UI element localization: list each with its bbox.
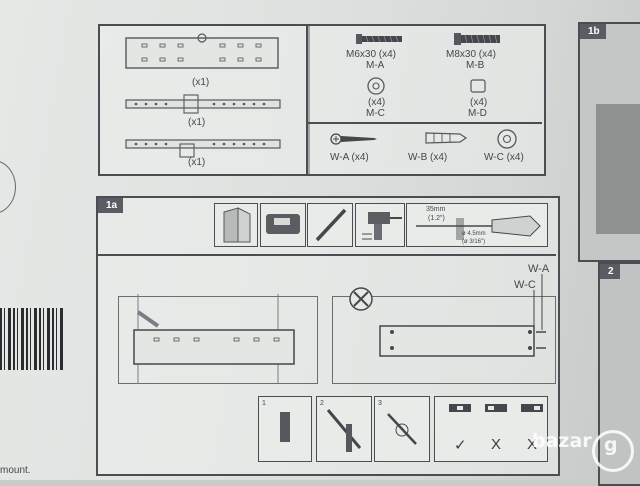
mount-plate-right bbox=[379, 325, 546, 357]
wood-screw-wa-icon bbox=[330, 133, 377, 145]
no-level-icon bbox=[349, 287, 373, 311]
level-bad-mark-1: X bbox=[491, 436, 502, 453]
callout-wc: W-C bbox=[514, 279, 536, 291]
callout-lines bbox=[533, 274, 543, 330]
screw-m6-spec: M6x30 (x4) bbox=[346, 49, 397, 60]
footer-text: mount. bbox=[0, 465, 31, 476]
bracket-large-qty: (x1) bbox=[192, 77, 210, 88]
drill-depth-inch-label: (1.2") bbox=[428, 215, 445, 222]
wall-drawing-left bbox=[118, 296, 318, 384]
mount-plate-left bbox=[133, 294, 295, 384]
step-1b-photo bbox=[596, 104, 640, 234]
level-tilt-right-icon bbox=[521, 404, 543, 412]
substep-3-number: 3 bbox=[378, 400, 382, 407]
spacer-md-code: M-D bbox=[468, 108, 487, 119]
bracket-arm-2-qty: (x1) bbox=[188, 157, 206, 168]
parts-divider bbox=[308, 122, 542, 124]
callout-wa: W-A bbox=[528, 263, 550, 275]
level-good-icon bbox=[449, 404, 471, 412]
spacer-md-qty: (x4) bbox=[470, 97, 488, 108]
washer-mc-code: M-C bbox=[366, 108, 385, 119]
bracket-arm-1-qty: (x1) bbox=[188, 117, 206, 128]
substep-3-drawing bbox=[387, 413, 417, 445]
level-tilt-left-icon bbox=[485, 404, 507, 412]
drill-diameter-label: ø 4.5mm bbox=[462, 231, 486, 237]
bracket-arm-2-drawing bbox=[125, 139, 281, 158]
pencil-icon bbox=[315, 208, 347, 242]
substep-1-drawing bbox=[280, 412, 290, 442]
watermark: bazar g bbox=[532, 430, 640, 472]
wall-drawing-right bbox=[332, 296, 556, 384]
bracket-arm-1-drawing bbox=[125, 94, 281, 114]
drill-depth-diagram bbox=[416, 215, 541, 240]
drill-depth-label: 35mm bbox=[426, 206, 446, 213]
washer-wc-label: W-C (x4) bbox=[484, 152, 524, 163]
substep-2-box bbox=[316, 396, 372, 462]
wall-icon bbox=[223, 207, 251, 243]
step-1b-tab: 1b bbox=[580, 24, 606, 39]
bracket-large-drawing bbox=[125, 33, 279, 69]
wood-screw-wa-label: W-A (x4) bbox=[330, 152, 369, 163]
substep-1-number: 1 bbox=[262, 400, 266, 407]
level-good-mark: ✓ bbox=[454, 437, 467, 454]
washer-mc-qty: (x4) bbox=[368, 97, 386, 108]
watermark-text: bazar bbox=[532, 430, 592, 452]
substep-2-number: 2 bbox=[320, 400, 324, 407]
screw-m8-icon bbox=[454, 33, 500, 45]
stud-finder-icon bbox=[266, 214, 300, 234]
washer-mc-icon bbox=[367, 77, 385, 95]
screw-m6-code: M-A bbox=[366, 60, 385, 71]
step-1a-divider bbox=[98, 254, 556, 256]
level-bad-mark-2: X bbox=[527, 436, 538, 453]
drill-diameter-inch-label: (ø 3/16") bbox=[462, 239, 486, 245]
step-1a-tab: 1a bbox=[98, 198, 124, 213]
screw-m8-code: M-B bbox=[466, 60, 485, 71]
anchor-wb-icon bbox=[425, 132, 468, 144]
barcode bbox=[0, 308, 64, 370]
parts-panel-right bbox=[306, 24, 546, 176]
screw-m8-spec: M8x30 (x4) bbox=[446, 49, 497, 60]
washer-wc-icon bbox=[497, 129, 517, 149]
drill-icon bbox=[362, 212, 402, 240]
step-2-tab: 2 bbox=[600, 264, 620, 279]
watermark-circle bbox=[592, 430, 634, 472]
watermark-suffix: g bbox=[604, 434, 618, 456]
substep-2-drawing bbox=[326, 409, 362, 452]
spacer-md-icon bbox=[470, 79, 486, 93]
anchor-wb-label: W-B (x4) bbox=[408, 152, 448, 163]
screw-m6-icon bbox=[356, 34, 402, 44]
